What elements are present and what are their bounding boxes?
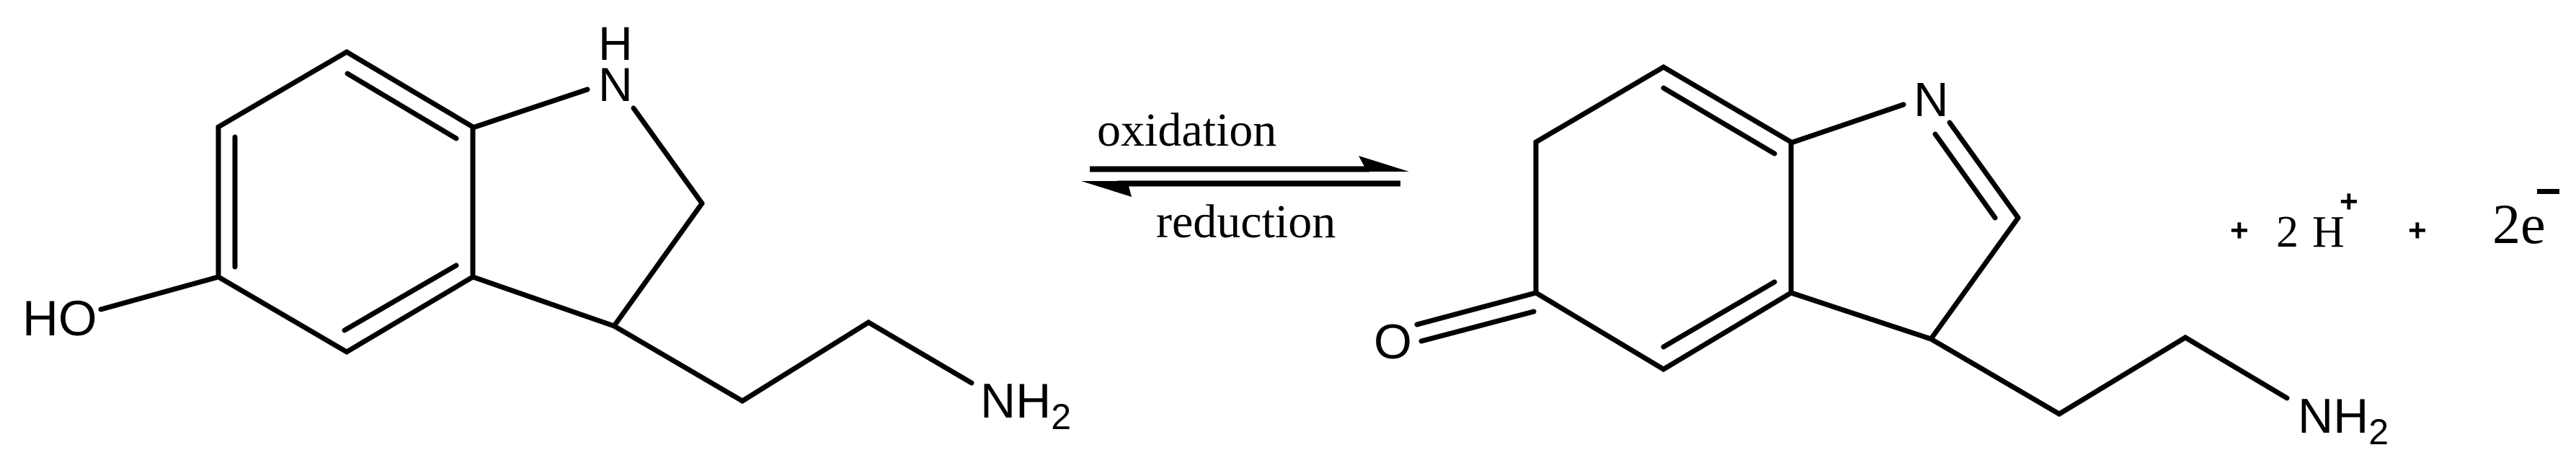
reactant-c-o-bond <box>98 274 221 312</box>
electrons-charge-minus-icon <box>2537 189 2559 194</box>
reactant-amine-label: NH2 <box>980 374 1071 437</box>
reactant-ethylamine-chain <box>611 319 974 405</box>
reactant-c7a-n-bond <box>470 87 590 131</box>
product-ethylamine-chain <box>1928 334 2290 418</box>
product-hexagon <box>1533 63 1794 373</box>
product-molecule: O N NH2 <box>1374 63 2389 452</box>
product-pyrrole-ring <box>1788 102 2021 342</box>
product-inner-double-bond-top-right <box>1661 85 1777 156</box>
product-carbonyl-bond-outer <box>1414 290 1539 327</box>
protons-charge: + <box>2340 184 2358 219</box>
reactant-benzene-ring <box>216 48 476 356</box>
plus-sign-1: + <box>2230 213 2249 248</box>
product-c3-c3a-bond <box>1788 290 1934 342</box>
product-six-membered-ring <box>1533 63 1794 373</box>
reactant-hydroxyl-label: HO <box>22 291 97 346</box>
product-amine-label: NH2 <box>2298 389 2389 452</box>
reactant-pyrroline-ring <box>470 87 705 329</box>
reverse-arrow-head-icon <box>1081 181 1132 197</box>
product-c7a-n-bond <box>1788 102 1906 146</box>
product-c2-c3-bond <box>1928 215 2021 342</box>
reactant-c3-c3a-bond <box>470 274 617 329</box>
reactant-n-c2-bond <box>631 105 705 206</box>
plus-sign-2: + <box>2408 213 2427 248</box>
oxidation-label: oxidation <box>1097 104 1276 156</box>
product-inner-double-bond-bottom-right <box>1661 279 1777 350</box>
reactant-inner-double-bond-bottom-right <box>342 263 459 333</box>
product-c-n-double-bond-outer <box>1947 120 2021 221</box>
product-carbonyl-o-label: O <box>1374 314 1412 369</box>
electrons-label: 2e <box>2492 193 2546 255</box>
product-ring-n-label: N <box>1914 73 1948 127</box>
reactant-c2-c3-bond <box>611 200 705 329</box>
reactant-ring-n-label: N <box>598 58 633 111</box>
protons-symbol: H <box>2312 208 2345 257</box>
reactant-molecule: HO H N NH2 <box>22 17 1071 437</box>
equilibrium-arrow: oxidation reduction <box>1081 104 1409 248</box>
byproducts: + 2 H + + 2e <box>2230 184 2559 257</box>
reactant-hexagon <box>216 48 476 356</box>
product-c-n-double-bond-inner <box>1932 131 1998 221</box>
forward-arrow-head-icon <box>1359 156 1409 172</box>
reactant-inner-double-bond-top-right <box>345 71 459 141</box>
reduction-label: reduction <box>1156 195 1336 248</box>
reactant-ring-h-label: H <box>598 17 633 70</box>
product-carbonyl-bond-inner <box>1418 309 1537 344</box>
protons-coefficient: 2 <box>2276 208 2299 257</box>
